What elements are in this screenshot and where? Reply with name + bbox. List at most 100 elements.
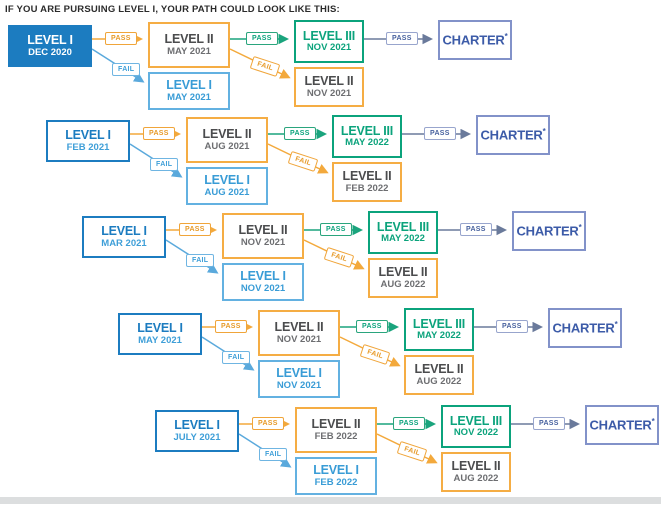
charter-asterisk: * [578, 222, 582, 232]
level-label: LEVEL I [101, 224, 147, 239]
pass-badge-level3: PASS [386, 32, 418, 45]
exam-date: FEB 2021 [66, 141, 110, 153]
pass-badge-level2: PASS [246, 32, 278, 45]
level-label: LEVEL III [376, 219, 430, 234]
pass-badge-level1: PASS [143, 127, 175, 140]
level2-retake-box: LEVEL II AUG 2022 [368, 258, 438, 298]
exam-date: MAY 2022 [417, 330, 461, 342]
pathway-row: LEVEL I MAR 2021 PASS FAIL LEVEL II NOV … [82, 210, 588, 314]
exam-date: MAY 2022 [345, 137, 389, 149]
level2-retake-box: LEVEL II NOV 2021 [294, 67, 364, 107]
level2-box: LEVEL II FEB 2022 [295, 407, 377, 453]
exam-date: NOV 2021 [276, 379, 322, 391]
charter-box: CHARTER* [476, 115, 550, 155]
charter-label: CHARTER* [480, 127, 545, 143]
pass-badge-level1: PASS [179, 223, 211, 236]
charter-text: CHARTER [516, 223, 579, 239]
level3-box: LEVEL III MAY 2022 [404, 308, 474, 351]
page-title: IF YOU ARE PURSUING LEVEL I, YOUR PATH C… [5, 4, 340, 15]
pass-badge-level3: PASS [460, 223, 492, 236]
exam-date: NOV 2021 [276, 333, 322, 345]
charter-box: CHARTER* [512, 211, 586, 251]
level3-box: LEVEL III MAY 2022 [332, 115, 402, 158]
exam-date: AUG 2021 [204, 186, 250, 198]
exam-date: MAR 2021 [101, 237, 147, 249]
fail-badge-level2: FAIL [323, 246, 355, 269]
level-label: LEVEL III [412, 316, 466, 331]
pass-badge-level1: PASS [105, 32, 137, 45]
charter-asterisk: * [504, 31, 508, 41]
level3-box: LEVEL III MAY 2022 [368, 211, 438, 254]
level-label: LEVEL II [274, 320, 324, 335]
exam-date: NOV 2021 [306, 87, 352, 99]
level-label: LEVEL I [313, 463, 359, 478]
level2-box: LEVEL II MAY 2021 [148, 22, 230, 68]
charter-text: CHARTER [442, 32, 505, 48]
exam-date: JULY 2021 [173, 431, 221, 443]
level2-box: LEVEL II NOV 2021 [258, 310, 340, 356]
level-label: LEVEL I [276, 366, 322, 381]
level1-retake-box: LEVEL I FEB 2022 [295, 457, 377, 495]
level3-box: LEVEL III NOV 2022 [441, 405, 511, 448]
level-label: LEVEL II [378, 265, 428, 280]
charter-text: CHARTER [552, 320, 615, 336]
pass-badge-level3: PASS [533, 417, 565, 430]
exam-date: AUG 2022 [380, 278, 426, 290]
pathway-row: LEVEL I JULY 2021 PASS FAIL LEVEL II FEB… [155, 404, 661, 508]
charter-label: CHARTER* [552, 320, 617, 336]
pathway-row: LEVEL I DEC 2020 PASS FAIL LEVEL II MAY … [8, 19, 514, 123]
pathway-row: LEVEL I FEB 2021 PASS FAIL LEVEL II AUG … [46, 114, 552, 218]
level2-retake-box: LEVEL II FEB 2022 [332, 162, 402, 202]
exam-date: NOV 2021 [306, 42, 352, 54]
charter-box: CHARTER* [438, 20, 512, 60]
level-label: LEVEL II [451, 459, 501, 474]
level-label: LEVEL II [414, 362, 464, 377]
level2-box: LEVEL II AUG 2021 [186, 117, 268, 163]
exam-date: DEC 2020 [28, 46, 72, 58]
level-label: LEVEL II [202, 127, 252, 142]
charter-text: CHARTER [480, 127, 543, 143]
level1-start-box: LEVEL I MAR 2021 [82, 216, 166, 258]
level-label: LEVEL II [164, 32, 214, 47]
bottom-divider [0, 497, 661, 504]
pass-badge-level3: PASS [496, 320, 528, 333]
charter-label: CHARTER* [589, 417, 654, 433]
level1-start-box: LEVEL I MAY 2021 [118, 313, 202, 355]
exam-date: NOV 2022 [453, 427, 499, 439]
charter-label: CHARTER* [442, 32, 507, 48]
level-label: LEVEL I [166, 78, 212, 93]
charter-asterisk: * [614, 319, 618, 329]
level-label: LEVEL III [302, 28, 356, 43]
level-label: LEVEL I [27, 33, 73, 48]
level2-retake-box: LEVEL II AUG 2022 [404, 355, 474, 395]
fail-badge-level2: FAIL [396, 440, 428, 463]
level1-retake-box: LEVEL I AUG 2021 [186, 167, 268, 205]
exam-date: NOV 2021 [240, 282, 286, 294]
level2-retake-box: LEVEL II AUG 2022 [441, 452, 511, 492]
level1-retake-box: LEVEL I NOV 2021 [222, 263, 304, 301]
pass-badge-level2: PASS [284, 127, 316, 140]
level2-box: LEVEL II NOV 2021 [222, 213, 304, 259]
exam-date: MAY 2021 [167, 45, 211, 57]
charter-asterisk: * [542, 126, 546, 136]
exam-date: MAY 2021 [167, 91, 211, 103]
level-label: LEVEL I [174, 418, 220, 433]
exam-date: AUG 2022 [416, 375, 462, 387]
fail-badge-level2: FAIL [287, 150, 319, 173]
level-label: LEVEL I [137, 321, 183, 336]
charter-text: CHARTER [589, 417, 652, 433]
charter-asterisk: * [651, 416, 655, 426]
fail-badge-level2: FAIL [249, 55, 281, 78]
level-label: LEVEL II [311, 417, 361, 432]
level1-start-box: LEVEL I FEB 2021 [46, 120, 130, 162]
pass-badge-level1: PASS [215, 320, 247, 333]
exam-date: MAY 2021 [138, 334, 182, 346]
fail-badge-level1: FAIL [222, 351, 251, 364]
exam-date: MAY 2022 [381, 233, 425, 245]
exam-date: NOV 2021 [240, 236, 286, 248]
level1-start-box: LEVEL I DEC 2020 [8, 25, 92, 67]
exam-date: FEB 2022 [345, 182, 389, 194]
fail-badge-level1: FAIL [150, 158, 179, 171]
level-label: LEVEL III [340, 123, 394, 138]
